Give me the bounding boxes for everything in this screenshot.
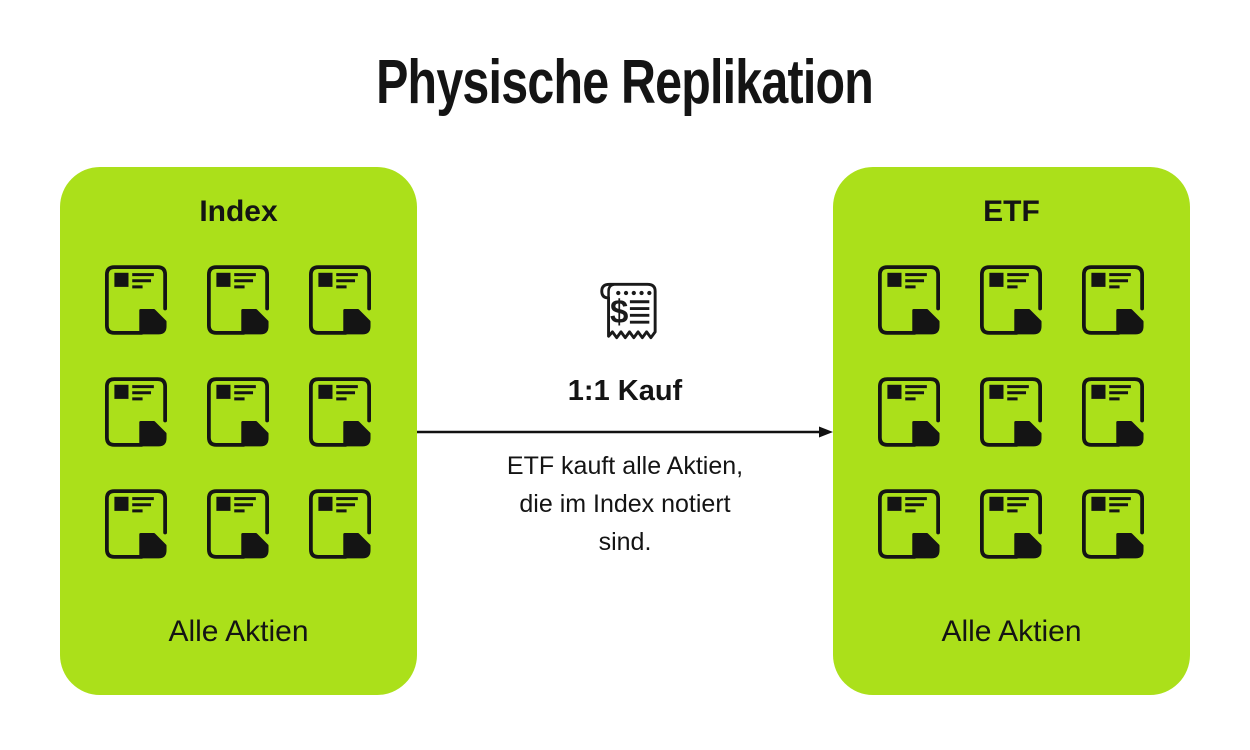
stock-document-icon [1082, 265, 1144, 335]
index-panel-caption: Alle Aktien [168, 615, 309, 648]
stock-document-icon [980, 489, 1042, 559]
stock-document-icon [105, 265, 167, 335]
stock-document-icon [878, 489, 940, 559]
stock-document-icon [878, 377, 940, 447]
transfer-description-line: ETF kauft alle Aktien, [506, 452, 744, 480]
stock-document-icon [309, 265, 371, 335]
stock-document-icon [980, 265, 1042, 335]
stock-document-icon [1082, 377, 1144, 447]
transfer-label: 1:1 Kauf [567, 375, 683, 407]
stock-document-icon [207, 265, 269, 335]
etf-documents-grid [878, 265, 1144, 560]
etf-panel: ETF [833, 167, 1190, 695]
receipt-dollar-icon: $ [600, 282, 657, 340]
stock-document-icon [878, 265, 940, 335]
right-arrow-icon [417, 426, 833, 438]
page-title-text: Physische Replikation [376, 48, 875, 117]
transfer-description: ETF kauft alle Aktien, die im Index noti… [455, 447, 795, 561]
etf-panel-title: ETF [983, 195, 1040, 228]
index-panel-title: Index [199, 195, 278, 228]
transfer-description-line: sind. [598, 528, 652, 556]
stock-document-icon [207, 489, 269, 559]
stock-document-icon [1082, 489, 1144, 559]
page-title: Physische Replikation [0, 52, 1250, 114]
stock-document-icon [105, 489, 167, 559]
stock-document-icon [309, 489, 371, 559]
dollar-symbol: $ [610, 293, 628, 330]
stock-document-icon [105, 377, 167, 447]
stock-document-icon [207, 377, 269, 447]
index-panel: Index [60, 167, 417, 695]
transfer-description-line: die im Index notiert [519, 490, 731, 518]
etf-panel-caption: Alle Aktien [941, 615, 1082, 648]
index-documents-grid [105, 265, 371, 560]
stock-document-icon [309, 377, 371, 447]
stock-document-icon [980, 377, 1042, 447]
